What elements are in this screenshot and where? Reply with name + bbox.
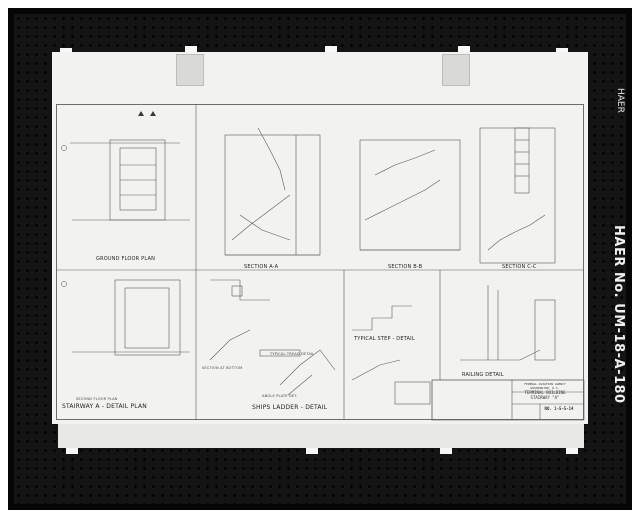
binder-clip	[176, 54, 204, 86]
view-label-typical-tread-detail: TYPICAL TREAD DETAIL	[270, 352, 315, 356]
haer-caption: HAER No. UM-18-A-180	[611, 225, 628, 404]
binder-clip	[442, 54, 470, 86]
handwritten-mark: HAER	[614, 88, 626, 128]
tape-tab	[566, 448, 578, 454]
view-label-angle-plate-det: ANGLE PLATE DET.	[262, 394, 298, 398]
drawing-area	[56, 104, 584, 420]
haer-caption-text: HAER No. UM-18-A-180	[611, 225, 626, 404]
view-label-section-aa: SECTION A-A	[244, 264, 279, 270]
view-label-ships-ladder-detail: SHIPS LADDER - DETAIL	[252, 404, 328, 411]
handwritten-mark-text: HAER	[615, 88, 625, 113]
view-label-second-floor-plan: SECOND FLOOR PLAN	[76, 397, 118, 401]
title-block-org: FEDERAL AVIATION AGENCY	[524, 382, 566, 386]
tape-tab	[325, 46, 337, 52]
view-label-detail-plan: STAIRWAY A - DETAIL PLAN	[62, 403, 147, 410]
tape-tab	[66, 448, 78, 454]
title-block-number: NO. 1-5-5-14	[544, 406, 574, 411]
tape-tab	[185, 46, 197, 52]
view-label-ground-floor-plan: GROUND FLOOR PLAN	[96, 256, 156, 262]
view-label-section-bb: SECTION B-B	[388, 264, 423, 270]
view-label-section-at-bottom: SECTION AT BOTTOM	[202, 366, 243, 370]
view-label-railing-detail: RAILING DETAIL	[462, 372, 504, 378]
tape-tab	[458, 46, 470, 52]
tape-tab	[440, 448, 452, 454]
title-block-sub: WASHINGTON, D.C.	[530, 386, 560, 390]
tape-tab	[556, 48, 568, 54]
title-block-subtitle: STAIRWAY "A"	[530, 395, 560, 400]
sheet-lower-strip	[58, 424, 584, 448]
view-label-section-cc: SECTION C-C	[502, 264, 537, 270]
title-block-title: TERMINAL BUILDING	[524, 390, 566, 395]
view-label-typical-step-detail: TYPICAL STEP - DETAIL	[354, 336, 415, 342]
title-block: FEDERAL AVIATION AGENCY WASHINGTON, D.C.…	[432, 380, 578, 416]
tape-tab	[306, 448, 318, 454]
tape-tab	[60, 48, 72, 54]
